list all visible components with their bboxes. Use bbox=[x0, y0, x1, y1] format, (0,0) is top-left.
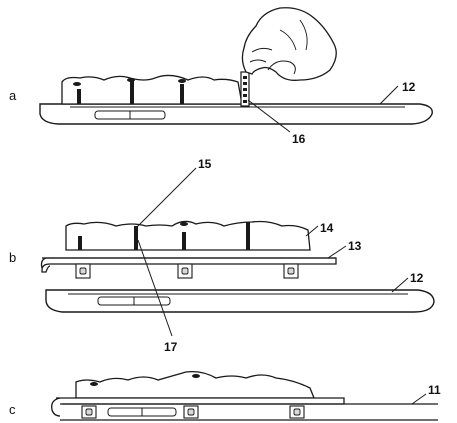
leader-13 bbox=[327, 245, 347, 259]
plate-13 bbox=[40, 257, 337, 279]
label-17: 17 bbox=[164, 340, 178, 354]
dental-cast-14 bbox=[65, 220, 311, 251]
panel-b: b 15 bbox=[9, 157, 435, 354]
leader-12-a bbox=[379, 85, 399, 105]
tray-12-b bbox=[45, 289, 435, 313]
pin-16 bbox=[240, 71, 250, 107]
leader-11 bbox=[411, 393, 427, 405]
label-12-b: 12 bbox=[410, 271, 424, 285]
panel-a: a bbox=[9, 7, 433, 146]
hand-illustration bbox=[241, 7, 337, 81]
leader-16 bbox=[247, 99, 291, 133]
panel-b-letter: b bbox=[9, 250, 16, 265]
leader-17 bbox=[137, 239, 173, 337]
label-15: 15 bbox=[198, 157, 212, 171]
leader-15 bbox=[135, 167, 197, 229]
tray-12-a bbox=[39, 103, 433, 125]
label-14: 14 bbox=[320, 221, 334, 235]
label-13: 13 bbox=[348, 239, 362, 253]
label-12-a: 12 bbox=[402, 80, 416, 94]
panel-a-letter: a bbox=[9, 88, 17, 103]
leader-14 bbox=[305, 225, 319, 237]
label-11: 11 bbox=[428, 383, 441, 397]
dental-cast-c bbox=[75, 370, 315, 399]
panel-c-letter: c bbox=[9, 402, 16, 417]
dental-cast-a bbox=[61, 74, 243, 105]
leader-12-b bbox=[391, 277, 409, 293]
label-16: 16 bbox=[292, 132, 306, 146]
tray-11 bbox=[51, 397, 438, 421]
panel-c: c 11 bbox=[9, 370, 441, 421]
